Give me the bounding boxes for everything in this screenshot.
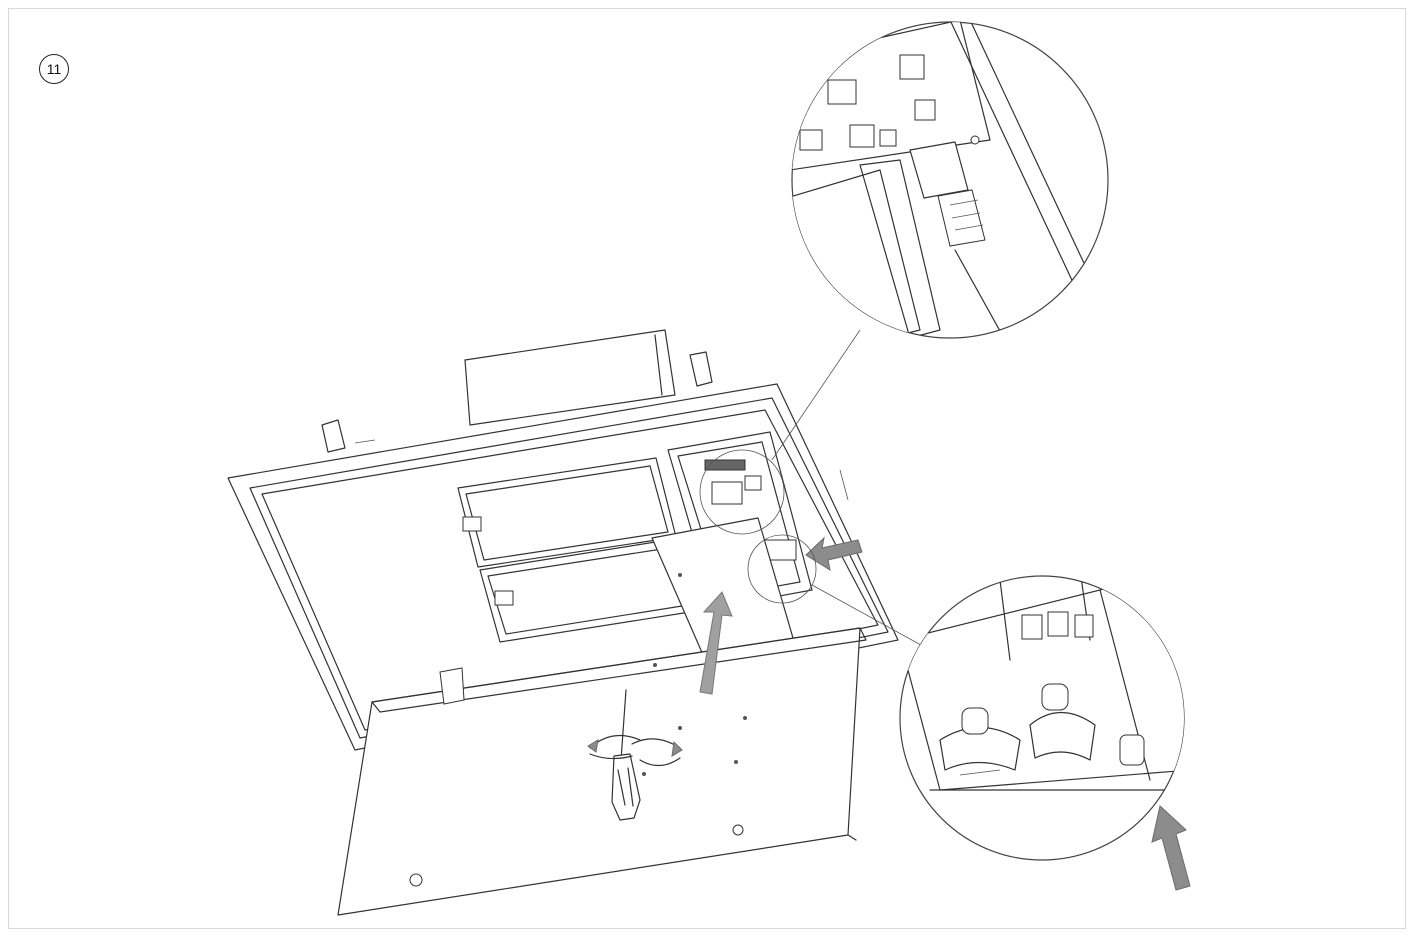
step-number-badge: 11: [39, 54, 69, 84]
rotation-arrows-icon: [587, 734, 683, 767]
screwdriver-icon: [611, 689, 641, 821]
push-arrow-icon: [805, 536, 863, 572]
appliance-body: [227, 329, 899, 916]
step-number: 11: [46, 61, 62, 77]
detail-view-usb: [791, 21, 1109, 339]
push-arrow-icon: [1151, 805, 1191, 891]
detail-view-clips: [899, 575, 1185, 861]
lift-arrow-icon: [699, 591, 733, 695]
